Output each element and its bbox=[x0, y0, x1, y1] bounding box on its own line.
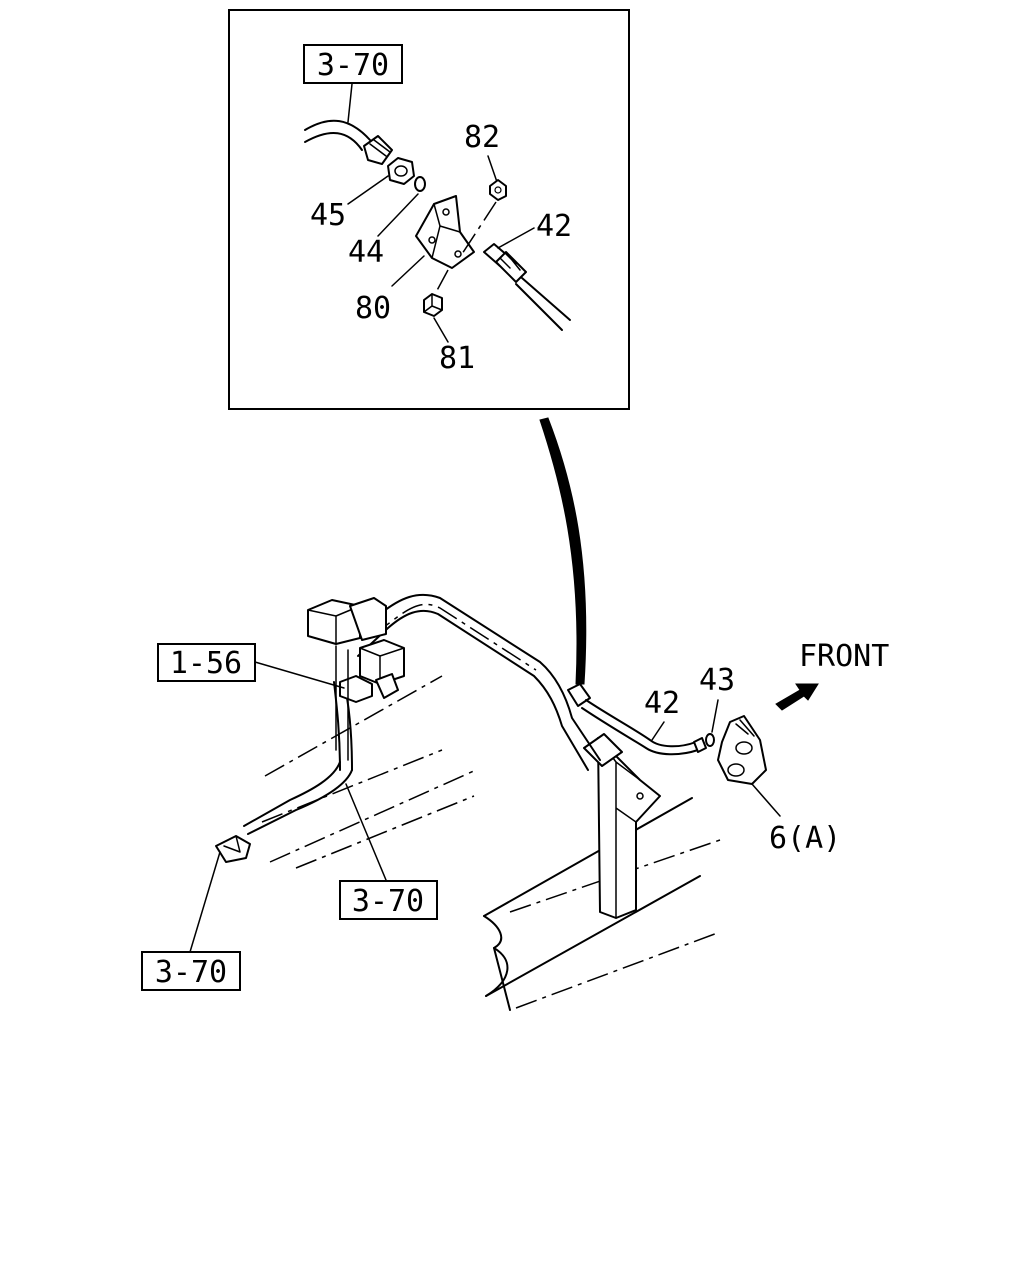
frame-centerline bbox=[264, 675, 443, 777]
chassis-frame-rail bbox=[483, 797, 701, 1011]
ref-box-3-70-left[interactable]: 3-70 bbox=[141, 951, 241, 991]
main-view: 42 43 6(A) FRONT 1-56 3-7 bbox=[141, 593, 889, 1011]
pipe-fitting-42[interactable] bbox=[483, 243, 571, 331]
detail-ref-box[interactable]: 3-70 bbox=[303, 44, 403, 84]
relay-valve[interactable] bbox=[307, 597, 405, 761]
leader-line bbox=[651, 721, 665, 741]
detail-connector-curve bbox=[539, 417, 587, 685]
leader-line bbox=[377, 193, 419, 237]
ref-box-3-70-center[interactable]: 3-70 bbox=[339, 880, 438, 920]
frame-centerline bbox=[295, 795, 475, 869]
frame-centerline bbox=[515, 931, 721, 1009]
callout-80: 80 bbox=[355, 291, 391, 326]
detail-ref-box-label: 3-70 bbox=[317, 48, 389, 83]
nut-82[interactable] bbox=[489, 179, 507, 201]
callout-43: 43 bbox=[699, 663, 735, 698]
leader-line bbox=[347, 83, 353, 123]
leader-line bbox=[487, 155, 498, 183]
frame-centerline bbox=[261, 749, 443, 823]
assembly-centerline bbox=[461, 201, 497, 255]
front-direction-label: FRONT bbox=[799, 639, 889, 674]
leader-line bbox=[254, 661, 345, 689]
detail-inset: 3-70 45 44 80 bbox=[228, 9, 630, 410]
leader-line bbox=[711, 699, 719, 733]
brake-pipe-lower bbox=[215, 761, 353, 863]
leader-line bbox=[497, 227, 535, 249]
leader-line bbox=[391, 255, 425, 287]
leader-line bbox=[751, 783, 781, 817]
ref-box-3-70-center-label: 3-70 bbox=[352, 884, 424, 919]
ref-box-1-56-label: 1-56 bbox=[170, 646, 242, 681]
callout-82: 82 bbox=[464, 120, 500, 155]
detail-inset-frame bbox=[228, 9, 630, 410]
direction-arrow-icon bbox=[775, 683, 819, 711]
bolt-81[interactable] bbox=[423, 293, 443, 317]
washer-43[interactable] bbox=[705, 733, 715, 747]
ref-box-1-56[interactable]: 1-56 bbox=[157, 643, 256, 682]
callout-44: 44 bbox=[348, 235, 384, 270]
bracket-80[interactable] bbox=[415, 195, 475, 269]
leader-line bbox=[347, 175, 389, 205]
leader-line bbox=[345, 783, 387, 881]
callout-6a: 6(A) bbox=[769, 821, 841, 856]
leader-line bbox=[189, 851, 221, 953]
assembly-centerline bbox=[433, 269, 449, 297]
nut-45[interactable] bbox=[387, 157, 415, 185]
frame-support-post bbox=[583, 733, 661, 919]
washer-44[interactable] bbox=[414, 176, 426, 192]
callout-81: 81 bbox=[439, 341, 475, 376]
callout-42-main: 42 bbox=[644, 686, 680, 721]
pipe-42-to-chamber[interactable] bbox=[567, 683, 707, 756]
brake-pipe-upper bbox=[304, 119, 393, 165]
callout-45: 45 bbox=[310, 198, 346, 233]
callout-42-detail: 42 bbox=[536, 209, 572, 244]
leader-line bbox=[433, 317, 449, 343]
brake-chamber-6a[interactable] bbox=[717, 715, 767, 785]
ref-box-3-70-left-label: 3-70 bbox=[155, 955, 227, 990]
